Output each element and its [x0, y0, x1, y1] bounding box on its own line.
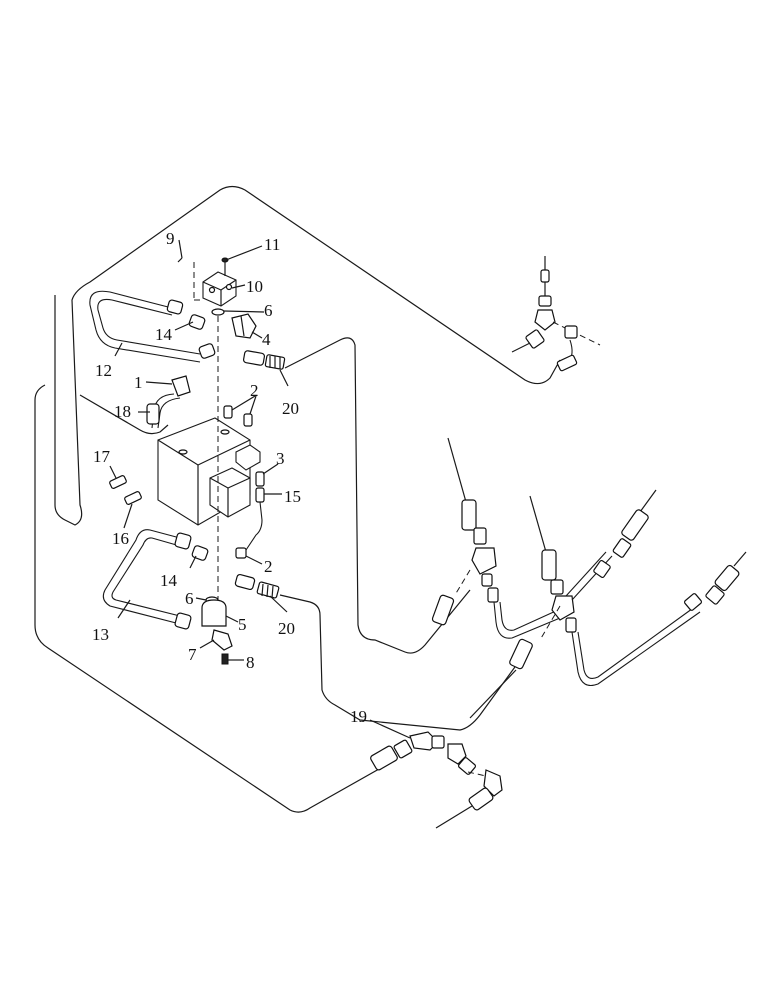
callout-14: 14 — [155, 325, 173, 344]
plug-fitting — [223, 405, 253, 427]
hose-end-fitting — [242, 350, 286, 370]
group-outline-right — [284, 337, 471, 654]
group-outline-left-return — [79, 394, 169, 435]
adapter-fitting — [231, 313, 257, 339]
manifold-block — [202, 271, 237, 307]
plug-fitting — [255, 471, 265, 503]
adapter-fitting — [201, 599, 227, 627]
callout-11: 11 — [264, 235, 280, 254]
callout-10: 10 — [246, 277, 263, 296]
group-outline-lower — [34, 384, 396, 813]
callout-2: 2 — [250, 381, 259, 400]
callout-20: 20 — [278, 619, 295, 638]
hose-end-fitting — [234, 573, 280, 599]
callout-18: 18 — [114, 402, 131, 421]
elbow-assembly-lower — [370, 731, 503, 829]
callout-15: 15 — [284, 487, 301, 506]
bolt — [221, 257, 229, 276]
callout-5: 5 — [238, 615, 247, 634]
callout-2: 2 — [264, 557, 273, 576]
solenoid-coil — [209, 444, 261, 518]
callout-14: 14 — [160, 571, 178, 590]
elbow-fitting — [211, 629, 233, 651]
callout-12: 12 — [95, 361, 112, 380]
elbow-fitting — [191, 545, 209, 561]
hose-assembly-right — [431, 437, 747, 719]
group-outline-middle — [279, 594, 521, 731]
callout-1: 1 — [134, 373, 143, 392]
callout-20: 20 — [282, 399, 299, 418]
callout-9: 9 — [166, 229, 175, 248]
group-outline-upper — [54, 185, 561, 526]
callout-8: 8 — [246, 653, 255, 672]
callout-13: 13 — [92, 625, 109, 644]
tee-fitting-assembly — [511, 256, 601, 372]
callout-4: 4 — [262, 330, 271, 349]
callout-6: 6 — [264, 301, 273, 320]
hose-upper — [89, 290, 216, 363]
hose-lower — [102, 529, 192, 630]
callout-6: 6 — [185, 589, 194, 608]
straight-fitting — [109, 475, 142, 505]
elbow-fitting — [188, 314, 206, 330]
callout-19: 19 — [350, 707, 367, 726]
callout-17: 17 — [93, 447, 111, 466]
o-ring — [211, 308, 225, 316]
bolt — [221, 653, 229, 665]
elbow-fitting — [146, 375, 191, 429]
plug-fitting — [235, 501, 263, 559]
callout-16: 16 — [112, 529, 129, 548]
callout-3: 3 — [276, 449, 285, 468]
callout-7: 7 — [188, 645, 197, 664]
leader-lines — [109, 239, 411, 739]
